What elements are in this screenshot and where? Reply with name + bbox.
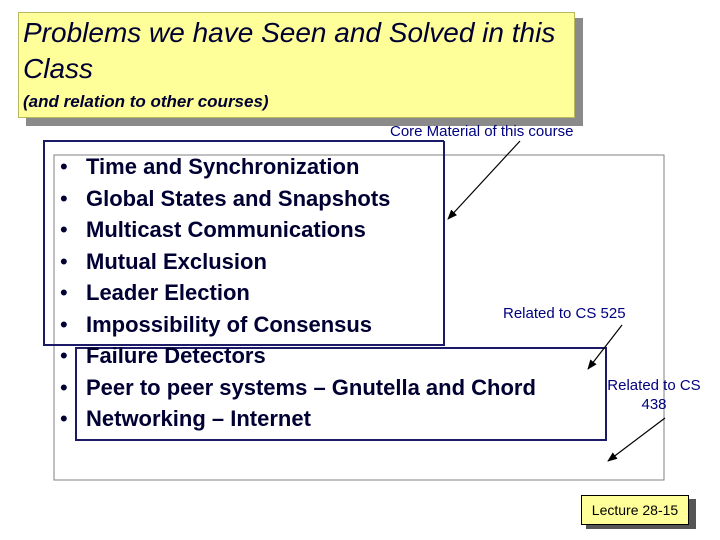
cs438-box [75, 347, 607, 441]
cs525-arrow [587, 324, 623, 370]
list-item: • Peer to peer systems – Gnutella and Cho… [60, 375, 536, 407]
core-material-label: Core Material of this course [390, 123, 574, 140]
cs525-label: Related to CS 525 [503, 305, 626, 322]
list-item-label: Peer to peer systems – Gnutella and Chor… [86, 374, 536, 400]
list-item-label: Time and Synchronization [86, 154, 360, 179]
list-item-label: Networking – Internet [86, 406, 311, 431]
bullet-icon: • [60, 280, 68, 305]
lecture-number-badge: Lecture 28-15 [581, 495, 689, 525]
core-arrow [447, 140, 521, 220]
bullet-icon: • [60, 311, 68, 337]
list-item: • Impossibility of Consensus [60, 312, 536, 344]
slide-title: Problems we have Seen and Solved in this… [23, 17, 556, 84]
bullet-icon: • [60, 248, 68, 274]
list-item: • Failure Detectors [60, 343, 536, 375]
list-item: • Mutual Exclusion [60, 249, 536, 281]
list-item: • Leader Election [60, 280, 536, 312]
list-item-label: Global States and Snapshots [86, 185, 391, 211]
list-item-label: Leader Election [86, 280, 250, 305]
list-item-label: Failure Detectors [86, 343, 266, 368]
cs525-box [53, 154, 665, 481]
list-item: • Multicast Communications [60, 217, 536, 249]
bullet-icon: • [60, 185, 68, 211]
cs438-arrow [607, 417, 666, 462]
topic-list: • Time and Synchronization • Global States… [60, 154, 536, 438]
slide-subtitle: (and relation to other courses) [23, 92, 269, 111]
list-item-label: Mutual Exclusion [86, 248, 267, 274]
bullet-icon: • [60, 154, 68, 179]
cs438-label: Related to CS 438 [607, 377, 701, 413]
list-item: • Networking – Internet [60, 406, 536, 438]
bullet-icon: • [60, 374, 68, 400]
bullet-icon: • [60, 217, 68, 242]
bullet-icon: • [60, 343, 68, 368]
core-material-box [43, 140, 445, 346]
list-item: • Global States and Snapshots [60, 186, 536, 218]
list-item-label: Impossibility of Consensus [86, 311, 373, 337]
bullet-icon: • [60, 406, 68, 431]
list-item-label: Multicast Communications [86, 217, 366, 242]
title-box: Problems we have Seen and Solved in this… [18, 12, 575, 118]
list-item: • Time and Synchronization [60, 154, 536, 186]
